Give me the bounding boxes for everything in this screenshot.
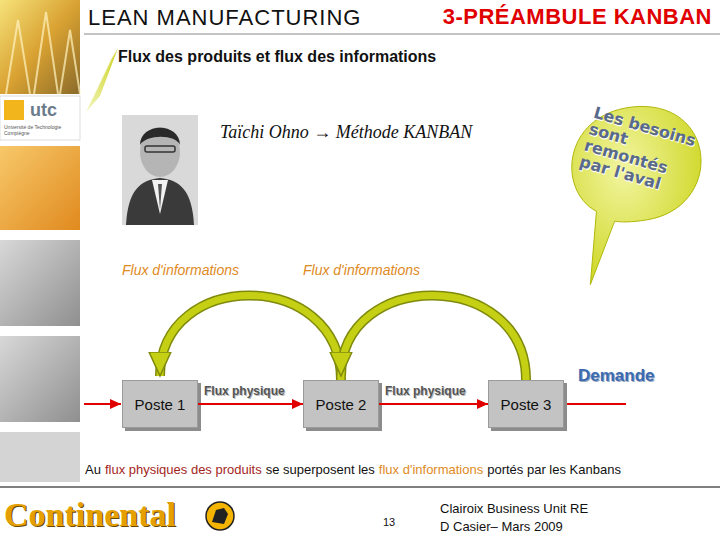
information-flow-line bbox=[160, 295, 341, 380]
physical-flow-label: Flux physique bbox=[385, 384, 466, 398]
subtitle: Flux des produits et flux des informatio… bbox=[118, 48, 436, 66]
continental-horse bbox=[212, 508, 228, 524]
sidebar-photo bbox=[0, 0, 80, 94]
physical-flow-line bbox=[198, 403, 303, 405]
box-label: Poste 3 bbox=[501, 396, 552, 413]
subtitle-pointer bbox=[86, 48, 118, 112]
demand-label: Demande bbox=[578, 366, 655, 386]
demand-line bbox=[564, 403, 626, 405]
sidebar-tile bbox=[0, 336, 80, 422]
page-number: 13 bbox=[383, 516, 395, 528]
sidebar-photo-lines bbox=[6, 12, 80, 94]
portrait-face bbox=[140, 127, 180, 177]
footnote-part: flux physiques des produits bbox=[105, 462, 262, 477]
footnote-part: se superposent les bbox=[266, 462, 375, 477]
sidebar-tile bbox=[0, 240, 80, 326]
physical-flow-label: Flux physique bbox=[204, 384, 285, 398]
portrait-frame bbox=[122, 115, 198, 225]
portrait-tie bbox=[158, 184, 162, 210]
box-label: Poste 1 bbox=[135, 396, 186, 413]
slide-title: 3-PRÉAMBULE KANBAN bbox=[443, 4, 712, 30]
information-flow-outline bbox=[160, 295, 341, 380]
footnote-sentence: Au flux physiques des produits se superpos… bbox=[85, 462, 625, 477]
information-flow-line bbox=[341, 295, 526, 380]
footer-text: Clairoix Business Unit RE bbox=[440, 501, 588, 516]
box-label: Poste 2 bbox=[316, 396, 367, 413]
portrait-hair bbox=[140, 128, 180, 145]
footer-rule bbox=[0, 487, 720, 488]
process-box: Poste 3 bbox=[488, 380, 564, 428]
portrait-caption: Taïchi Ohno → Méthode KANBAN bbox=[220, 122, 472, 143]
information-flow-arrow bbox=[160, 295, 341, 380]
physical-flow-arrow bbox=[379, 404, 488, 405]
header-rule bbox=[84, 34, 720, 35]
supply-arrow bbox=[84, 403, 121, 405]
footnote-part: Au bbox=[85, 462, 101, 477]
utc-logo-text: utc bbox=[30, 100, 57, 121]
utc-logo-box bbox=[0, 96, 80, 140]
sidebar-tile bbox=[0, 146, 80, 230]
process-box: Poste 2 bbox=[303, 380, 379, 428]
information-flow-arrow bbox=[341, 295, 526, 380]
portrait-shirt bbox=[152, 180, 168, 214]
information-flow-label: Flux d'informations bbox=[303, 262, 420, 278]
information-flow-label: Flux d'informations bbox=[122, 262, 239, 278]
footnote-part: portés par les Kanbans bbox=[487, 462, 621, 477]
company-logo: Continental bbox=[4, 496, 176, 534]
subtitle-pointer bbox=[86, 48, 118, 112]
portrait-glasses bbox=[145, 146, 175, 152]
physical-flow-line bbox=[379, 403, 488, 405]
footnote-part: flux d'informations bbox=[379, 462, 483, 477]
speech-bubble: Les besoins sont remontés par l'aval bbox=[563, 104, 715, 226]
continental-horse-badge bbox=[206, 502, 234, 530]
process-box: Poste 1 bbox=[122, 380, 198, 428]
utc-logo-mark bbox=[4, 100, 24, 120]
footer-text: D Casier– Mars 2009 bbox=[440, 519, 563, 534]
header-text: LEAN MANUFACTURING bbox=[88, 5, 361, 31]
sidebar-tile bbox=[0, 432, 80, 482]
utc-logo-subtext: Université de Technologie Compiègne bbox=[4, 124, 78, 136]
physical-flow-arrow bbox=[198, 404, 303, 405]
information-flow-outline bbox=[341, 295, 526, 380]
portrait-suit bbox=[126, 178, 194, 225]
